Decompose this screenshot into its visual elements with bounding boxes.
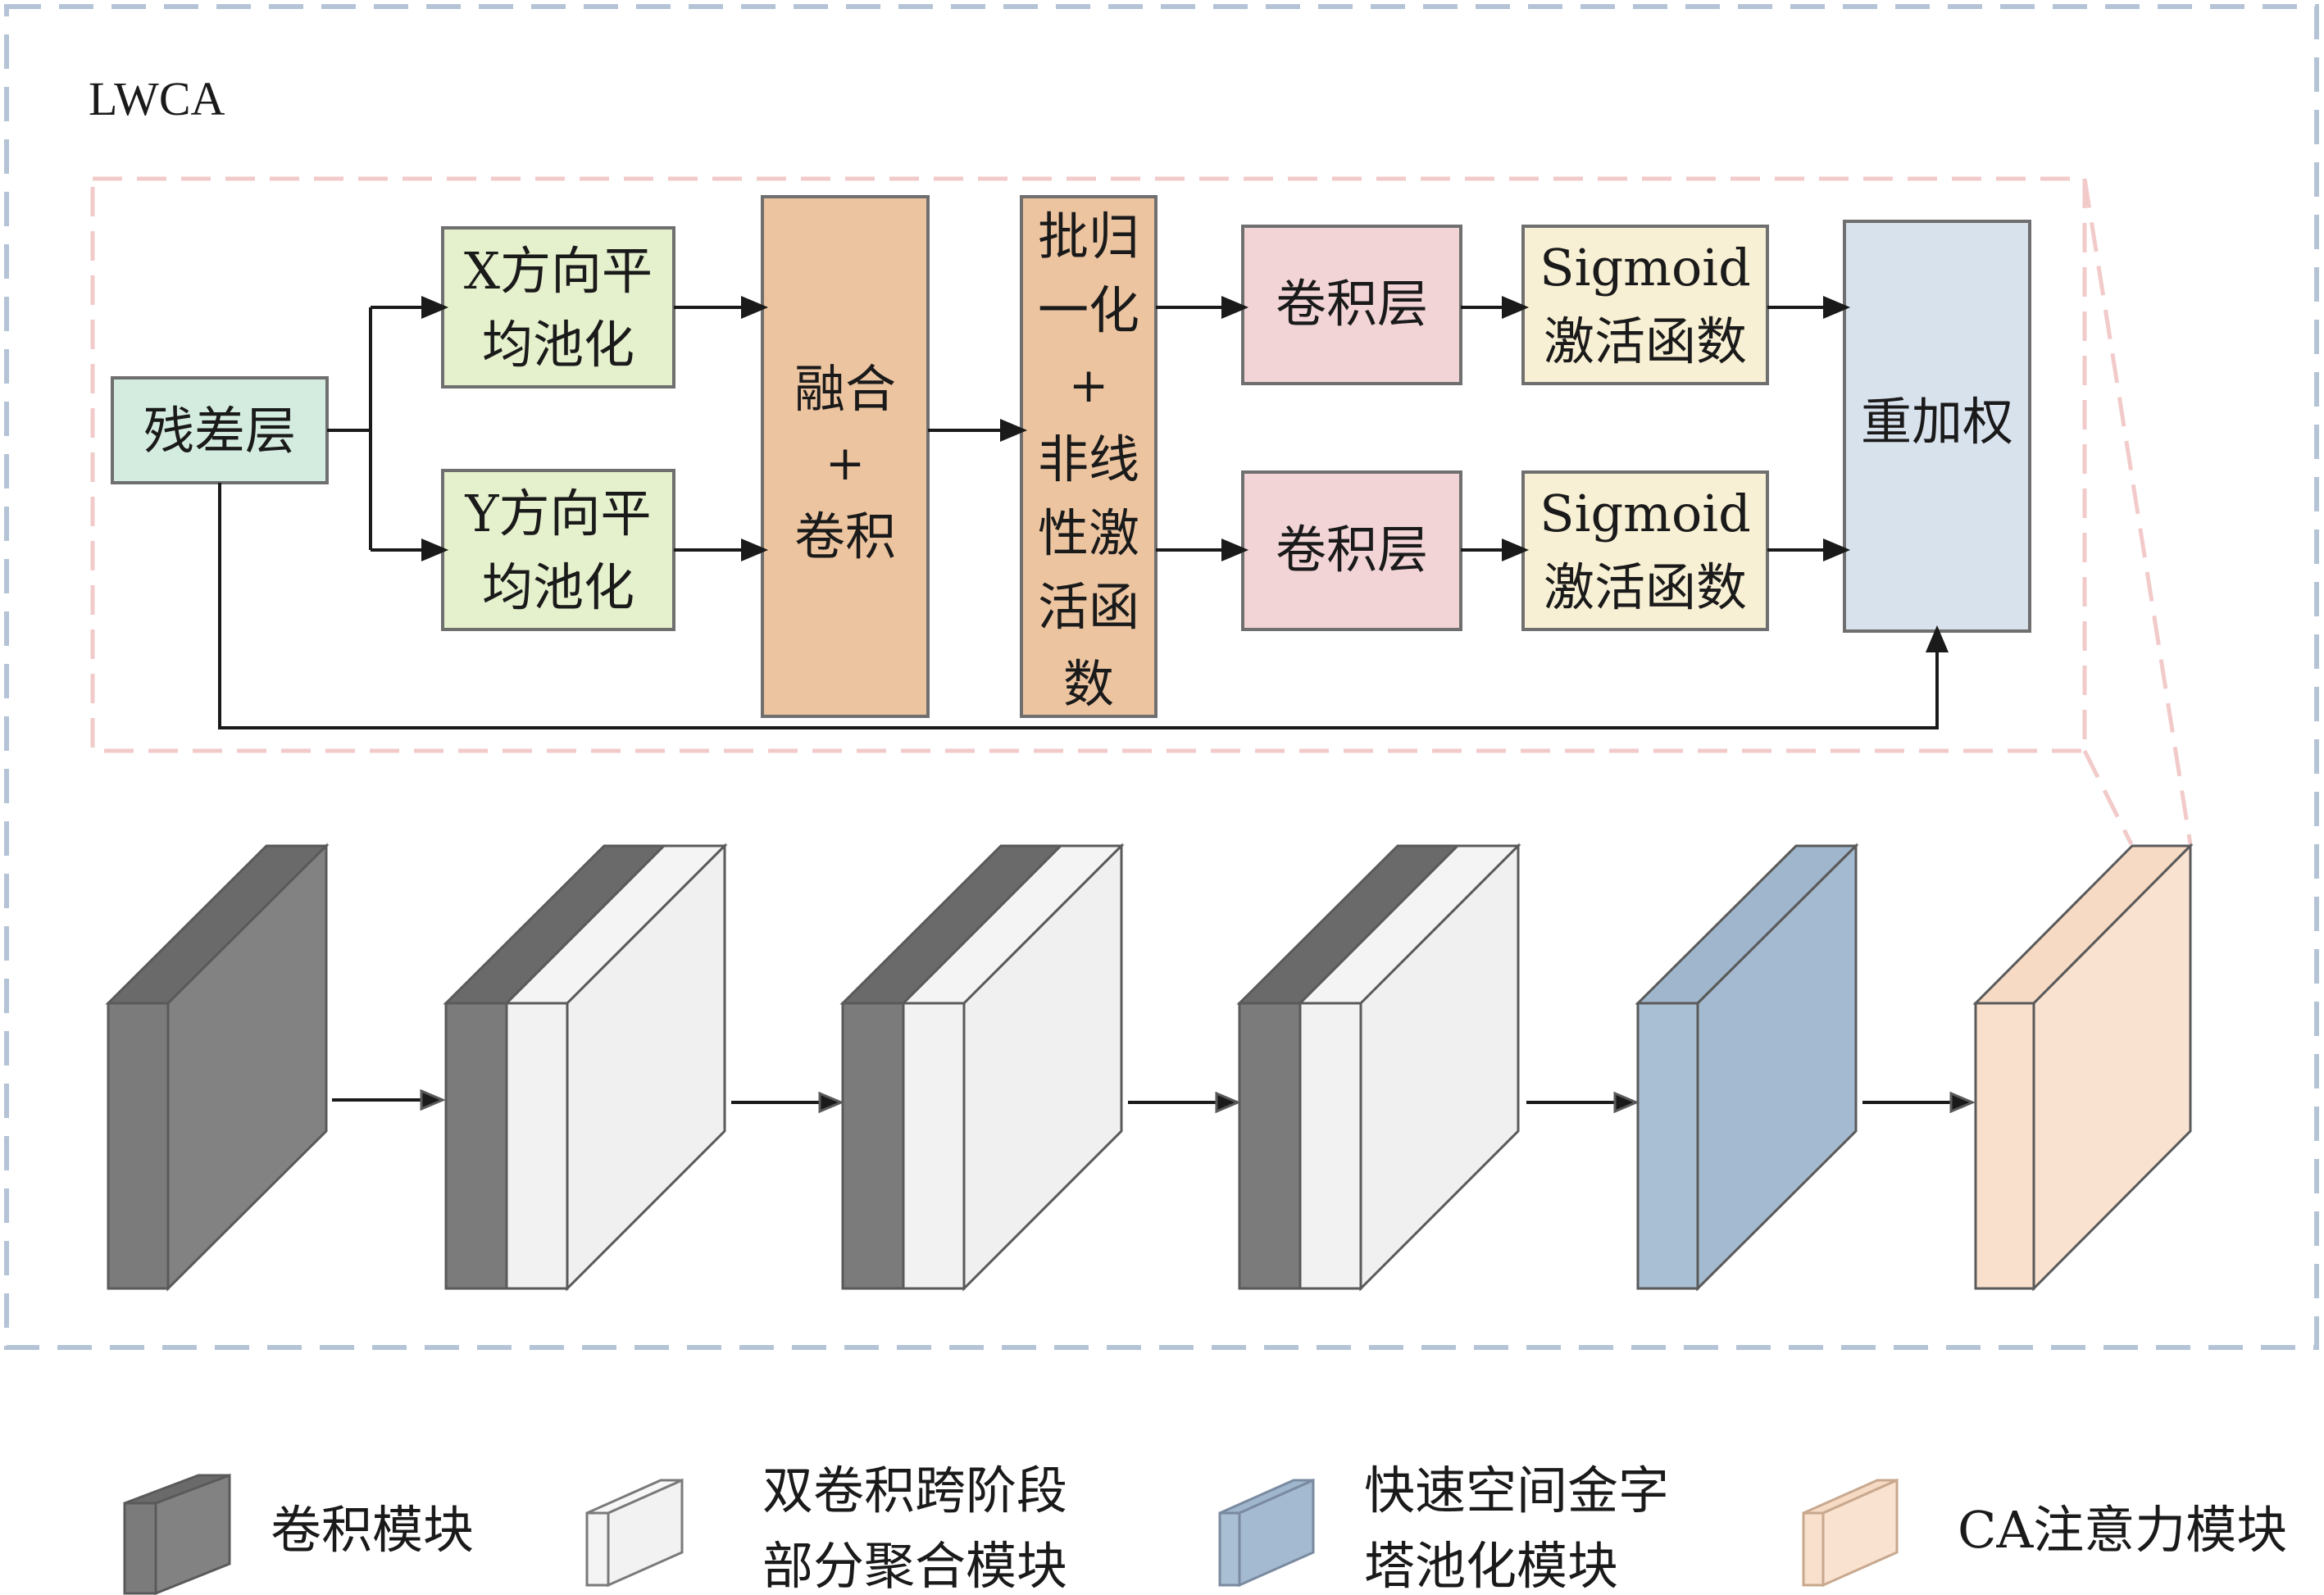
legend-conv-module: 卷积模块	[123, 1473, 474, 1595]
arrow-ypool-to-fuse-head	[741, 538, 769, 562]
sigmoid-bottom-label-line2: 激活函数	[1544, 557, 1747, 617]
bn-line5: 性激	[1038, 503, 1139, 563]
bn-plus: +	[1069, 357, 1109, 413]
inner-dashed-frame	[90, 176, 2087, 753]
residual-skip-connection	[218, 483, 1939, 729]
backbone-c2f-block-3	[1236, 843, 1521, 1292]
backbone-arrow-5-head	[1949, 1091, 1976, 1114]
legend-sppf-label-line1: 快速空间金字	[1364, 1461, 1669, 1520]
legend-ca-label: CA注意力模块	[1958, 1500, 2287, 1560]
legend-c2f-module: 双卷积跨阶段 部分聚合模块	[585, 1461, 1067, 1595]
residual-skip-connection-head	[1925, 625, 1949, 652]
x-pooling-label-line2: 均池化	[482, 315, 634, 375]
bn-line1: 批归	[1038, 207, 1139, 266]
flow-connectors	[218, 295, 1949, 729]
outer-dashed-frame	[4, 4, 2319, 1350]
arrow-conv-to-sigmoid-bottom-head	[1502, 538, 1530, 562]
batchnorm-activation-box: 批归 一化 + 非线 性激 活函 数	[1020, 195, 1157, 718]
arrow-to-y-pool-head	[421, 538, 449, 562]
legend-c2f-label-line2: 部分聚合模块	[762, 1536, 1067, 1595]
backbone-arrow-3-head	[1215, 1091, 1241, 1114]
zoom-line-right	[2082, 178, 2193, 845]
backbone-conv-block	[105, 843, 330, 1292]
sigmoid-top-label-line1: Sigmoid	[1539, 238, 1751, 298]
arrow-xpool-to-fuse-head	[741, 295, 769, 320]
bn-line7: 数	[1063, 654, 1114, 714]
backbone-arrow-2-head	[818, 1091, 844, 1114]
backbone-arrow-1-head	[420, 1088, 446, 1111]
conv-layer-bottom-box: 卷积层	[1241, 470, 1462, 631]
x-pooling-label-line1: X方向平	[464, 241, 653, 301]
fuse-conv-box: 融合 + 卷积	[761, 195, 930, 718]
reweight-box: 重加权	[1843, 220, 2031, 633]
legend-sppf-label-line2: 塔池化模块	[1364, 1536, 1618, 1595]
reweight-label: 重加权	[1861, 392, 2013, 452]
diagram-title: LWCA	[89, 72, 225, 125]
backbone-c2f-block-2	[839, 843, 1125, 1292]
arrow-fuse-to-bn-head	[1000, 418, 1028, 443]
residual-layer-label: 残差层	[143, 401, 296, 461]
legend-c2f-label-line1: 双卷积跨阶段	[762, 1461, 1067, 1520]
y-pooling-label-line1: Y方向平	[465, 484, 652, 543]
legend-conv-swatch	[123, 1473, 231, 1595]
arrow-to-x-pool-head	[421, 295, 449, 320]
conv-label: 卷积	[794, 507, 896, 566]
y-pooling-box: Y方向平 均池化	[441, 469, 675, 631]
arrow-bn-to-conv-bottom-head	[1221, 538, 1249, 562]
arrow-sigmoid-bottom-to-reweight-head	[1823, 538, 1851, 562]
legend-ca-swatch	[1802, 1478, 1899, 1588]
legend-ca-module: CA注意力模块	[1802, 1478, 2287, 1588]
fuse-plus: +	[825, 435, 866, 491]
backbone-blocks	[105, 843, 2194, 1292]
backbone-ca-block	[1972, 843, 2194, 1292]
arrow-bn-to-conv-top-head	[1221, 295, 1249, 320]
bn-line2: 一化	[1038, 280, 1139, 340]
sigmoid-top-box: Sigmoid 激活函数	[1521, 225, 1769, 385]
x-pooling-box: X方向平 均池化	[441, 226, 675, 389]
backbone-c2f-block-1	[443, 843, 728, 1292]
conv-layer-bottom-label: 卷积层	[1276, 520, 1428, 579]
arrow-conv-to-sigmoid-top-head	[1502, 295, 1530, 320]
legend-sppf-module: 快速空间金字 塔池化模块	[1218, 1461, 1669, 1595]
conv-layer-top-label: 卷积层	[1276, 274, 1428, 334]
sigmoid-top-label-line2: 激活函数	[1544, 311, 1747, 371]
backbone-arrow-4-head	[1613, 1091, 1640, 1114]
residual-layer-box: 残差层	[111, 376, 329, 484]
fuse-label: 融合	[794, 359, 896, 419]
bn-line4: 非线	[1038, 429, 1139, 489]
sigmoid-bottom-box: Sigmoid 激活函数	[1521, 470, 1769, 631]
legend-sppf-swatch	[1218, 1478, 1315, 1588]
arrow-sigmoid-top-to-reweight-head	[1823, 295, 1851, 320]
zoom-line-left	[2082, 749, 2134, 846]
legend-conv-label: 卷积模块	[271, 1500, 474, 1560]
legend-c2f-swatch	[585, 1478, 684, 1588]
legend: 卷积模块 双卷积跨阶段 部分聚合模块 快速空间金字 塔池化模块	[123, 1461, 2287, 1595]
sigmoid-bottom-label-line1: Sigmoid	[1539, 484, 1751, 543]
backbone-sppf-block	[1635, 843, 1859, 1292]
bn-line6: 活函	[1038, 577, 1139, 637]
conv-layer-top-box: 卷积层	[1241, 225, 1462, 385]
y-pooling-label-line2: 均池化	[482, 557, 634, 617]
